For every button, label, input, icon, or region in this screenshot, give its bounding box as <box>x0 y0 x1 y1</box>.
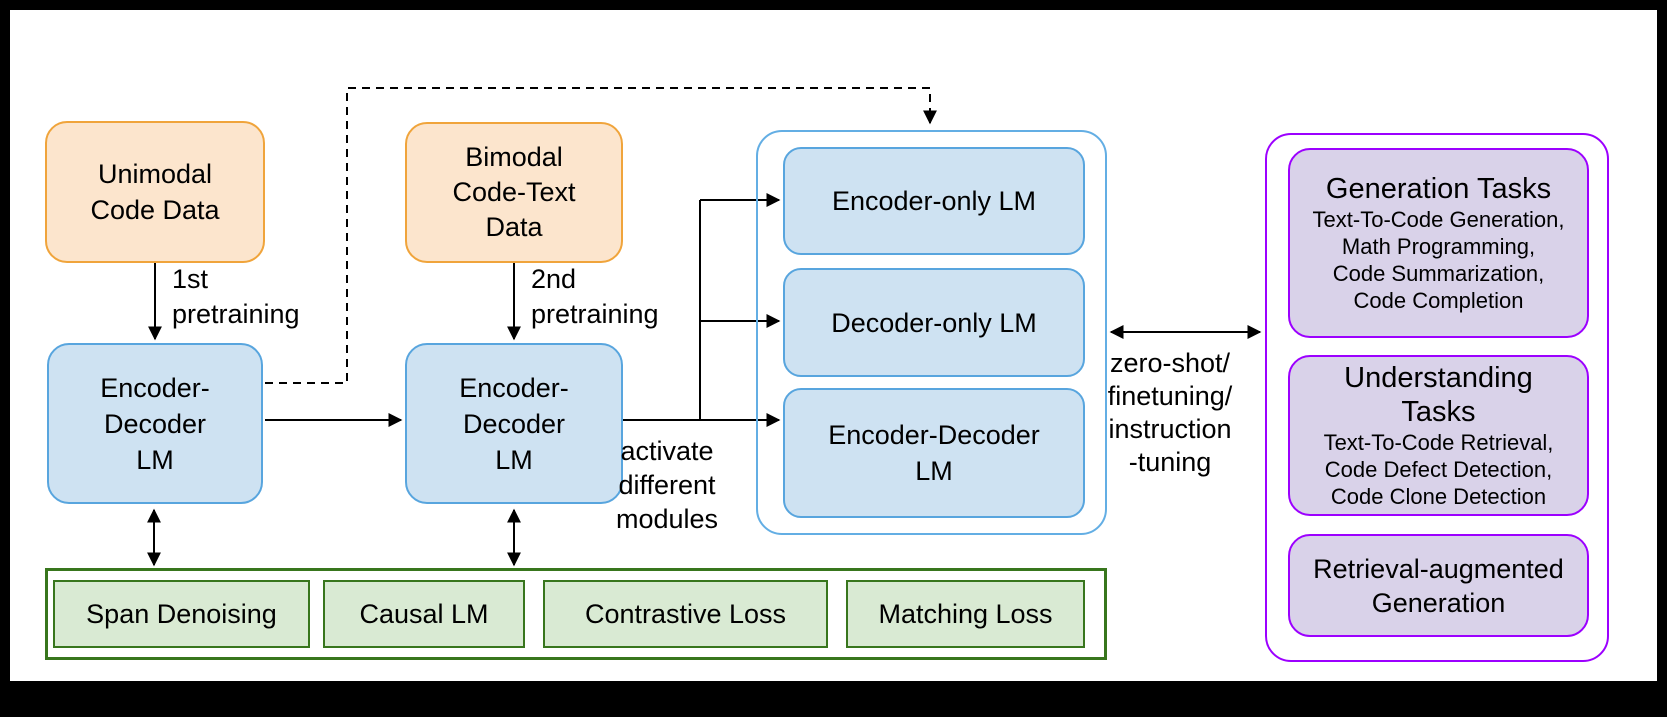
module-panel <box>756 130 1107 535</box>
objective-span-denoising-box: Span Denoising <box>53 580 310 648</box>
activate-modules-label: activate different modules <box>615 436 719 534</box>
understanding-tasks-box: Understanding Tasks Text-To-Code Retriev… <box>1288 355 1589 516</box>
objective-contrastive-loss-label: Contrastive Loss <box>584 599 787 629</box>
unimodal-code-data-label: Unimodal Code Data <box>90 159 220 225</box>
encoder-decoder-lm-module-box: Encoder-Decoder LM <box>783 388 1085 518</box>
unimodal-code-data-box: Unimodal Code Data <box>45 121 265 263</box>
generation-tasks-box: Generation Tasks Text-To-Code Generation… <box>1288 148 1589 338</box>
objective-matching-loss-label: Matching Loss <box>878 599 1053 629</box>
second-pretraining-label: 2nd pretraining <box>531 264 659 329</box>
encoder-only-lm-label: Encoder-only LM <box>831 186 1037 216</box>
objective-matching-loss-box: Matching Loss <box>846 580 1085 648</box>
task-panel <box>1265 133 1609 662</box>
encoder-decoder-lm-1-label: Encoder- Decoder LM <box>100 372 210 475</box>
objective-span-denoising-label: Span Denoising <box>86 599 277 629</box>
retrieval-augmented-generation-label: Retrieval-augmented Generation <box>1313 553 1564 618</box>
adaptation-label: zero-shot/ finetuning/ instruction -tuni… <box>1107 348 1233 477</box>
encoder-decoder-lm-2-label: Encoder- Decoder LM <box>459 372 569 475</box>
decoder-only-lm-box: Decoder-only LM <box>783 268 1085 377</box>
retrieval-augmented-generation-box: Retrieval-augmented Generation <box>1288 534 1589 637</box>
bimodal-code-text-data-label: Bimodal Code-Text Data <box>452 142 576 242</box>
encoder-decoder-lm-module-label: Encoder-Decoder LM <box>828 420 1040 486</box>
encoder-decoder-lm-1-box: Encoder- Decoder LM <box>47 343 263 504</box>
objective-contrastive-loss-box: Contrastive Loss <box>543 580 828 648</box>
bimodal-code-text-data-box: Bimodal Code-Text Data <box>405 122 623 263</box>
first-pretraining-label: 1st pretraining <box>172 264 300 329</box>
encoder-decoder-lm-2-box: Encoder- Decoder LM <box>405 343 623 504</box>
generation-tasks-title: Generation Tasks <box>1325 173 1552 205</box>
objective-causal-lm-label: Causal LM <box>359 599 489 629</box>
decoder-only-lm-label: Decoder-only LM <box>831 307 1037 338</box>
encoder-only-lm-box: Encoder-only LM <box>783 147 1085 255</box>
objective-causal-lm-box: Causal LM <box>323 580 525 648</box>
objectives-panel <box>45 568 1107 660</box>
generation-tasks-items: Text-To-Code Generation, Math Programmin… <box>1312 207 1565 313</box>
understanding-tasks-items: Text-To-Code Retrieval, Code Defect Dete… <box>1323 430 1554 509</box>
understanding-tasks-title: Understanding Tasks <box>1344 362 1533 428</box>
